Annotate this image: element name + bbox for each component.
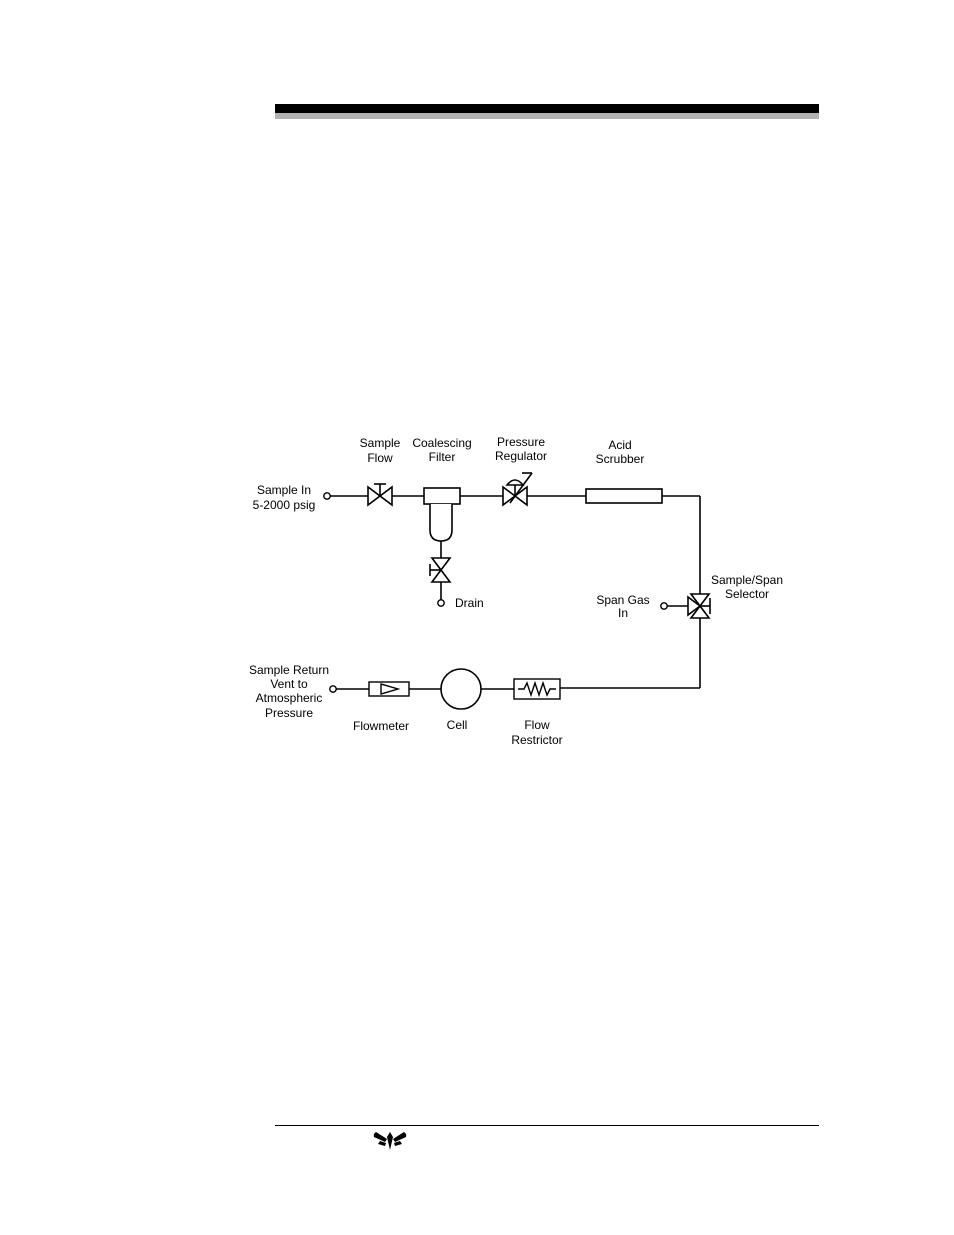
footer-rule <box>275 1125 819 1126</box>
label-sample-flow-1: Sample <box>360 436 401 450</box>
sample-span-selector-icon <box>688 594 710 618</box>
cell-icon <box>441 669 481 709</box>
label-cell: Cell <box>447 718 468 732</box>
label-restrictor-1: Flow <box>524 718 550 732</box>
label-sample-in-2: 5-2000 psig <box>253 498 316 512</box>
label-pressure-1: Pressure <box>497 435 545 449</box>
pressure-regulator-icon <box>503 473 532 505</box>
flowmeter-icon <box>369 682 409 696</box>
label-coalescing-2: Filter <box>429 450 456 464</box>
sample-flow-valve-icon <box>368 484 392 505</box>
label-selector-1: Sample/Span <box>711 573 783 587</box>
label-restrictor-2: Restrictor <box>511 733 562 747</box>
label-coalescing-1: Coalescing <box>412 436 471 450</box>
label-span-1: Span Gas <box>596 593 649 607</box>
label-selector-2: Selector <box>725 587 769 601</box>
label-sample-flow-2: Flow <box>367 451 393 465</box>
label-return-3: Atmospheric <box>256 691 323 705</box>
sample-in-port-icon <box>324 493 330 499</box>
label-return-4: Pressure <box>265 706 313 720</box>
label-return-2: Vent to <box>270 677 308 691</box>
sample-return-port-icon <box>330 686 336 692</box>
label-acid-2: Scrubber <box>596 452 645 466</box>
label-span-2: In <box>618 606 628 620</box>
label-return-1: Sample Return <box>249 663 329 677</box>
acid-scrubber-icon <box>586 489 662 503</box>
drain-port-icon <box>438 600 444 606</box>
label-sample-in-1: Sample In <box>257 483 311 497</box>
flow-restrictor-icon <box>514 679 560 699</box>
span-gas-port-icon <box>661 603 667 609</box>
label-drain: Drain <box>455 596 484 610</box>
label-flowmeter: Flowmeter <box>353 719 409 733</box>
company-logo-icon <box>372 1128 408 1152</box>
label-pressure-2: Regulator <box>495 449 547 463</box>
drain-valve-icon <box>430 558 450 582</box>
label-acid-1: Acid <box>608 438 631 452</box>
coalescing-filter-icon <box>424 488 460 541</box>
